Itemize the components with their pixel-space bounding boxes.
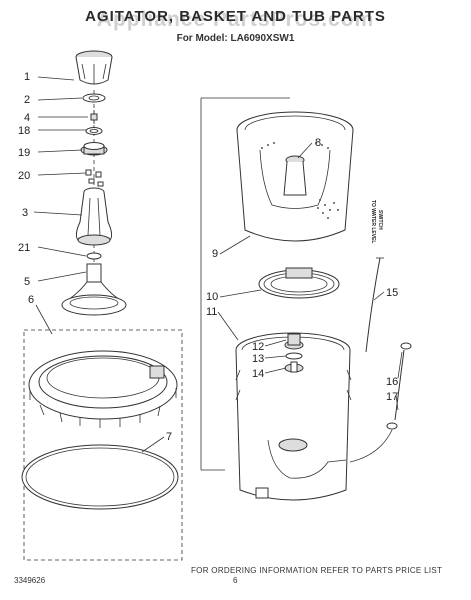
part-6-balance-ring <box>28 350 178 428</box>
label-18: 18 <box>18 125 30 137</box>
part-1-agitator-cap <box>75 50 113 85</box>
part-17-hose <box>349 349 405 463</box>
part-13-seal <box>285 352 303 360</box>
label-8: 8 <box>315 137 321 149</box>
leader-lines <box>33 76 403 453</box>
side-label-line1: TO WATER LEVEL <box>370 200 376 243</box>
label-6: 6 <box>28 294 34 306</box>
page-number: 6 <box>233 576 238 585</box>
part-14-hub <box>284 361 304 373</box>
document-number: 3349626 <box>14 576 46 585</box>
page-title: AGITATOR, BASKET AND TUB PARTS <box>85 8 386 25</box>
model-subtitle: For Model: LA6090XSW1 <box>176 33 295 44</box>
part-19-cam <box>80 142 108 156</box>
side-label-line2: SWITCH <box>377 210 383 230</box>
part-18-ring <box>85 127 103 135</box>
label-19: 19 <box>18 147 30 159</box>
part-4-pin <box>90 110 98 124</box>
label-4: 4 <box>24 112 30 124</box>
label-16: 16 <box>386 376 398 388</box>
label-11: 11 <box>206 306 217 318</box>
part-7-gasket-ring <box>21 444 179 510</box>
callout-labels: 1 2 4 18 19 20 3 21 5 6 7 8 9 10 11 12 1… <box>18 71 398 443</box>
part-20-clips <box>85 169 104 187</box>
label-7: 7 <box>166 431 172 443</box>
part-11-outer-tub <box>235 332 352 501</box>
label-2: 2 <box>24 94 30 106</box>
label-13: 13 <box>252 353 264 365</box>
ordering-info-note: FOR ORDERING INFORMATION REFER TO PARTS … <box>191 566 443 575</box>
label-20: 20 <box>18 170 30 182</box>
label-10: 10 <box>206 291 218 303</box>
label-9: 9 <box>212 248 218 260</box>
label-15: 15 <box>386 287 398 299</box>
part-5-drive-bell <box>61 263 127 316</box>
part-6-dashed-group-box <box>23 329 183 561</box>
part-10-drive-hub <box>258 267 340 299</box>
label-5: 5 <box>24 276 30 288</box>
label-21: 21 <box>18 242 30 254</box>
part-16-clamp <box>400 342 412 350</box>
part-8-basket <box>236 111 354 242</box>
part-12-bearing <box>284 333 304 350</box>
water-level-switch-label: TO WATER LEVEL SWITCH <box>370 200 383 243</box>
label-17: 17 <box>386 391 398 403</box>
part-2-seal <box>82 93 106 103</box>
label-12: 12 <box>252 341 264 353</box>
label-3: 3 <box>22 207 28 219</box>
part-3-agitator-body <box>75 187 113 246</box>
part-15-level-tube <box>365 257 384 353</box>
label-14: 14 <box>252 368 264 380</box>
label-1: 1 <box>24 71 30 83</box>
part-21-ring <box>86 252 102 260</box>
